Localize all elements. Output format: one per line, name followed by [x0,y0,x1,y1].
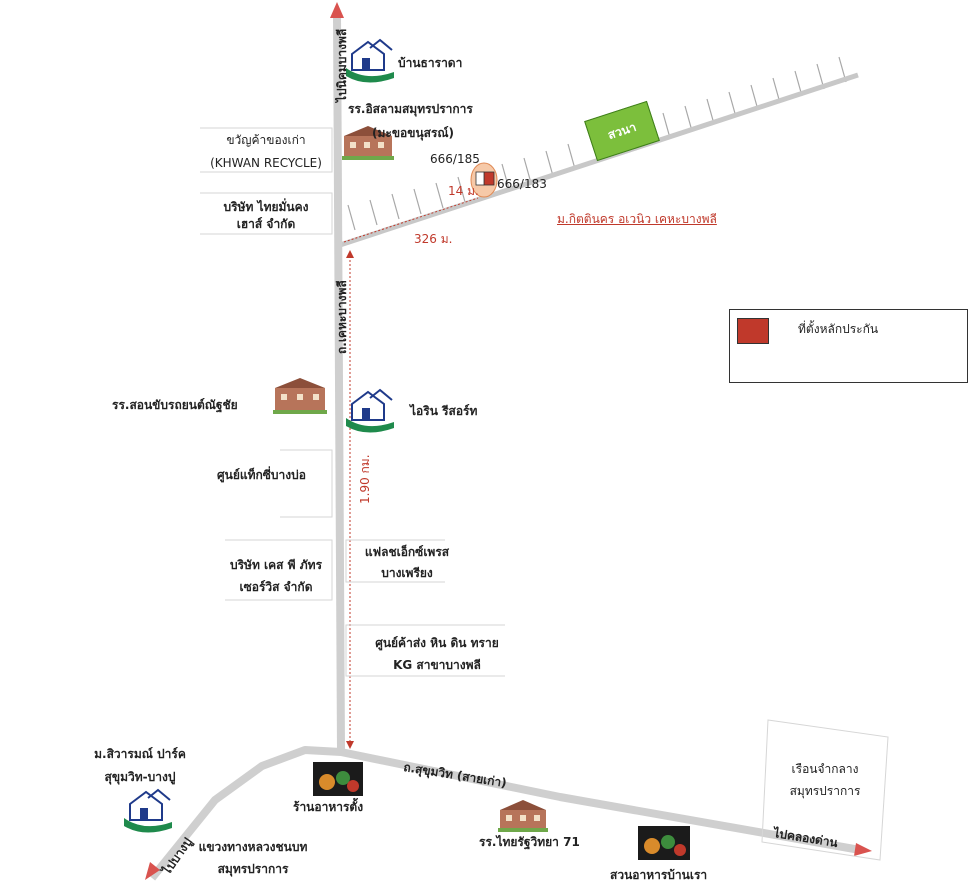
distance-arrow-down-icon [346,741,354,749]
siwarom-sub-label: สุขุมวิท-บางปู [104,770,176,784]
house-icon [124,788,172,833]
neighbor-plot [475,171,485,186]
restaurant-tang-label: ร้านอาหารตั้ง [293,800,364,814]
school-islam-sub-label: (มะขอขนุสรณ์) [372,126,455,140]
thaimankong-label: บริษัท ไทยมั่นคง [223,200,309,214]
school-islam-label: รร.อิสลามสมุทรปราการ [348,102,473,116]
main-road-top-label: ไปนิคมบางพลี [335,28,349,102]
highway-office-label: แขวงทางหลวงชนบท [198,840,308,854]
thairath-school-label: รร.ไทยรัฐวิทยา 71 [479,835,580,849]
collateral-swatch [737,318,769,344]
suan-ahan-label: สวนอาหารบ้านเรา [610,868,708,882]
village-road-label: ม.กิตตินคร อเวนิว เคหะบางพลี [557,212,717,226]
restaurant-icon [638,826,690,860]
flash-express-label: แฟลชเอ็กซ์เพรส [364,545,450,559]
southwest-arrow-icon [145,862,160,880]
distance-14-label: 14 ม. [448,184,479,198]
plot-a-label: 666/185 [430,152,480,166]
thaimankong-sub-label: เฮาส์ จำกัด [236,217,296,231]
distance-326-label: 326 ม. [414,232,453,246]
prison-sub-label: สมุทรปราการ [789,784,861,798]
taxi-center-label: ศูนย์แท็กซี่บางบ่อ [217,468,306,482]
legend-box: ที่ตั้งหลักประกัน [729,309,968,383]
collateral-plot [483,171,495,186]
main-road [333,13,345,753]
school-icon [273,378,327,414]
school-icon [498,800,548,832]
plot-b-label: 666/183 [497,177,547,191]
flash-express-sub-label: บางเพรียง [381,566,433,580]
house-icon [346,38,394,83]
east-arrow-icon [854,843,872,856]
distance-arrow-up-icon [346,250,354,258]
house-icon [346,388,394,433]
school-icon [342,126,394,160]
label-brackets [200,127,889,861]
main-road-label: ถ.เคหะบางพลี [335,280,349,354]
ks-company-sub-label: เซอร์วิส จำกัด [239,580,313,594]
khwan-sub-label: (KHWAN RECYCLE) [210,156,322,170]
irin-resort-label: ไอริน รีสอร์ท [410,404,478,418]
prison-label: เรือนจำกลาง [791,762,859,776]
siwarom-label: ม.สิวารมณ์ ปาร์ค [94,747,186,761]
ban-thara-label: บ้านธาราดา [398,56,463,70]
distance-line-326 [343,197,479,243]
driving-school-label: รร.สอนขับรถยนต์ณัฐชัย [112,398,238,412]
distance-190-label: 1.90 กม. [358,454,372,504]
restaurant-icon [313,762,363,796]
north-arrow-icon [330,2,344,18]
kg-center-label: ศูนย์ค้าส่ง หิน ดิน ทราย [375,636,499,650]
ks-company-label: บริษัท เคส พี ภัทร [229,558,323,572]
kg-center-sub-label: KG สาขาบางพลี [393,658,481,672]
legend-label: ที่ตั้งหลักประกัน [798,322,879,336]
sukhumvit-road [148,746,861,881]
highway-office-sub-label: สมุทรปราการ [217,862,289,876]
khwan-label: ขวัญค้าของเก่า [226,133,306,147]
